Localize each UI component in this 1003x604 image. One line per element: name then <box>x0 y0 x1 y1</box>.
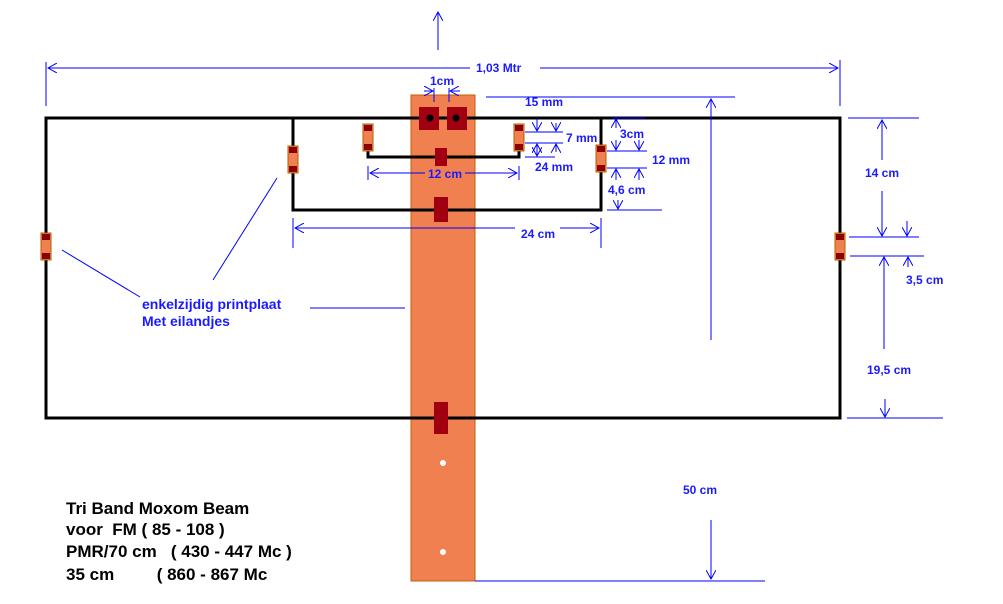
dimension-right-side <box>847 117 943 419</box>
annotation-leader-lines <box>61 177 405 309</box>
title-line-3: PMR/70 cm ( 430 - 447 Mc ) <box>66 542 292 561</box>
label-24mm: 24 mm <box>535 160 573 174</box>
label-12cm: 12 cm <box>428 167 462 181</box>
capacitor-middle-right <box>595 144 607 173</box>
annotation-line-2: Met eilandjes <box>142 313 230 329</box>
label-total-width: 1,03 Mtr <box>476 61 522 75</box>
boom <box>410 94 476 582</box>
label-7mm: 7 mm <box>566 131 597 145</box>
mounting-hole <box>440 460 446 466</box>
label-12mm: 12 mm <box>652 153 690 167</box>
capacitor-inner-left <box>362 123 374 152</box>
capacitor-middle-left <box>287 145 299 174</box>
dimension-50cm <box>475 96 765 582</box>
pad-inner <box>435 148 447 166</box>
label-19-5cm: 19,5 cm <box>867 363 911 377</box>
dimension-12cm <box>367 166 520 180</box>
pad-middle <box>434 197 448 222</box>
capacitor-outer-right <box>834 232 846 261</box>
pad-outer <box>434 402 448 434</box>
dimension-middle-cap <box>607 117 662 211</box>
capacitor-inner-right <box>513 123 525 152</box>
annotation-line-1: enkelzijdig printplaat <box>142 296 282 312</box>
label-50cm: 50 cm <box>683 483 717 497</box>
label-14cm: 14 cm <box>865 166 899 180</box>
dimension-inner-cap <box>525 118 563 158</box>
label-15mm: 15 mm <box>525 95 563 109</box>
dimension-1cm <box>424 88 460 102</box>
label-1cm: 1cm <box>430 74 454 88</box>
mounting-hole <box>440 549 446 555</box>
dimension-24cm <box>292 218 602 248</box>
feed-pads <box>419 107 467 130</box>
title-line-4: 35 cm ( 860 - 867 Mc <box>66 565 267 584</box>
label-24cm: 24 cm <box>521 227 555 241</box>
title-line-1: Tri Band Moxom Beam <box>66 499 249 518</box>
dimension-total-width <box>45 60 841 106</box>
label-4-6cm: 4,6 cm <box>608 183 645 197</box>
title-line-2: voor FM ( 85 - 108 ) <box>66 520 225 539</box>
label-3-5cm: 3,5 cm <box>906 273 943 287</box>
label-3cm: 3cm <box>620 127 644 141</box>
capacitor-outer-left <box>40 232 52 261</box>
